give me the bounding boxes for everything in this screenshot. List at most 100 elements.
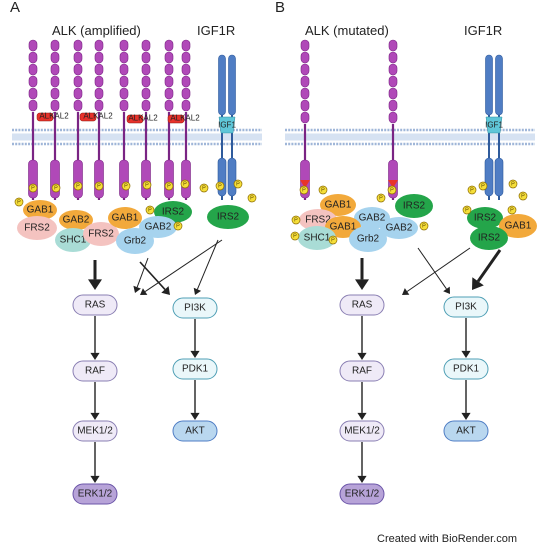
node-b-pi3k — [443, 296, 489, 318]
gab1-b3 — [499, 214, 537, 238]
igf1r-kinase — [494, 157, 504, 197]
alkal2-ligand — [36, 112, 54, 122]
alk-domain — [141, 63, 151, 76]
alk-receptor — [181, 39, 191, 200]
phospho-marker — [508, 179, 518, 189]
alk-domain — [164, 39, 174, 52]
phospho-label: P — [422, 223, 426, 229]
receptors: IGF1 IGF1 — [28, 39, 504, 200]
node-b-pdk1-label: PDK1 — [453, 364, 480, 375]
alkal2-ligand — [126, 114, 144, 124]
irs2-a2-label: IRS2 — [217, 212, 240, 223]
grb2-b1-label: Grb2 — [357, 234, 380, 245]
node-a-pdk1-label: PDK1 — [182, 364, 209, 375]
alk-domain — [141, 75, 151, 88]
phospho-label: P — [294, 217, 298, 223]
arrow-a-mek-erk-head — [90, 475, 100, 483]
alk-domain — [28, 87, 38, 100]
node-a-pi3k — [172, 297, 218, 319]
alk-domain — [388, 111, 398, 124]
phospho-marker — [518, 191, 528, 201]
node-a-ras-label: RAS — [85, 300, 106, 311]
frs2-a1-label: FRS2 — [24, 223, 50, 234]
alk-domain — [388, 87, 398, 100]
phospho-label: P — [167, 183, 171, 189]
alk-domain — [388, 63, 398, 76]
alk-domain — [300, 87, 310, 100]
irs2-b1-label: IRS2 — [403, 201, 426, 212]
phospho-label: P — [331, 237, 335, 243]
arrow-b-pi3k-main — [476, 249, 502, 283]
node-b-ras-label: RAS — [352, 300, 373, 311]
alk-domain — [164, 63, 174, 76]
arrow-b-pi3k-1-head — [443, 286, 450, 294]
alk-domain — [50, 51, 60, 64]
phospho-label: P — [31, 185, 35, 191]
node-b-mek — [339, 420, 385, 442]
phospho-marker — [376, 193, 386, 203]
alk-domain — [141, 51, 151, 64]
alk-domain — [28, 39, 38, 52]
node-b-raf-label: RAF — [352, 366, 372, 377]
phospho-marker — [290, 231, 300, 241]
alk-domain — [119, 39, 129, 52]
node-b-mek-label: MEK1/2 — [344, 426, 380, 437]
alk-domain — [164, 99, 174, 112]
phospho-marker — [164, 181, 174, 191]
igf1r-chain — [495, 54, 503, 116]
node-a-erk — [72, 483, 118, 505]
alk-domain — [94, 51, 104, 64]
igf1r-kinase — [217, 157, 227, 197]
alk-domain — [28, 75, 38, 88]
phospho-marker — [467, 185, 477, 195]
irs2-a2 — [207, 205, 249, 229]
node-a-pi3k-label: PI3K — [184, 303, 206, 314]
frs2-a2-label: FRS2 — [88, 229, 114, 240]
gab2-b1-label: GAB2 — [359, 213, 386, 224]
alk-domain — [94, 63, 104, 76]
alk-domain — [50, 39, 60, 52]
alk-domain — [300, 39, 310, 52]
node-a-mek-label: MEK1/2 — [77, 426, 113, 437]
alk-domain — [73, 51, 83, 64]
alk-domain — [73, 75, 83, 88]
phospho-label: P — [302, 187, 306, 193]
gab2-b2 — [380, 217, 418, 239]
phospho-label: P — [236, 181, 240, 187]
igf1r-chain — [218, 54, 226, 116]
alkal2-label: ALKAL2 — [128, 114, 158, 123]
phospho-marker — [51, 183, 61, 193]
gab1-a1-label: GAB1 — [27, 205, 54, 216]
arrow-b-pi3k-pdk1-head — [461, 350, 471, 358]
irs2-b2 — [467, 207, 503, 229]
phospho-marker — [215, 181, 225, 191]
alk-domain — [119, 99, 129, 112]
igf1r-receptor: IGF1 — [484, 54, 504, 200]
alk-kinase-domain — [50, 159, 60, 199]
igf1r-receptor: IGF1 — [217, 54, 236, 200]
arrow-b-mek-erk-head — [357, 475, 367, 483]
phospho-label: P — [250, 195, 254, 201]
alk-domain — [164, 87, 174, 100]
phospho-label: P — [145, 182, 149, 188]
phospho-label: P — [97, 183, 101, 189]
phospho-marker — [247, 193, 257, 203]
arrow-b-ras-2-head — [402, 288, 410, 295]
phospho-marker — [94, 181, 104, 191]
gab1-b1 — [320, 194, 356, 216]
arrow-b-pi3k-main-head — [472, 277, 484, 290]
mutation-marker — [300, 180, 310, 188]
phospho-marker — [387, 185, 397, 195]
alk-domain — [73, 39, 83, 52]
node-a-raf — [72, 360, 118, 382]
arrow-a-pi3k-1-head — [161, 286, 170, 295]
alk-kinase-domain — [181, 159, 191, 199]
alk-domain — [119, 75, 129, 88]
igf1r-chain — [228, 54, 236, 116]
frs2-a2 — [83, 222, 119, 246]
arrow-a-pi3k-2 — [196, 239, 219, 290]
alk-domain — [119, 63, 129, 76]
phospho-label: P — [521, 193, 525, 199]
